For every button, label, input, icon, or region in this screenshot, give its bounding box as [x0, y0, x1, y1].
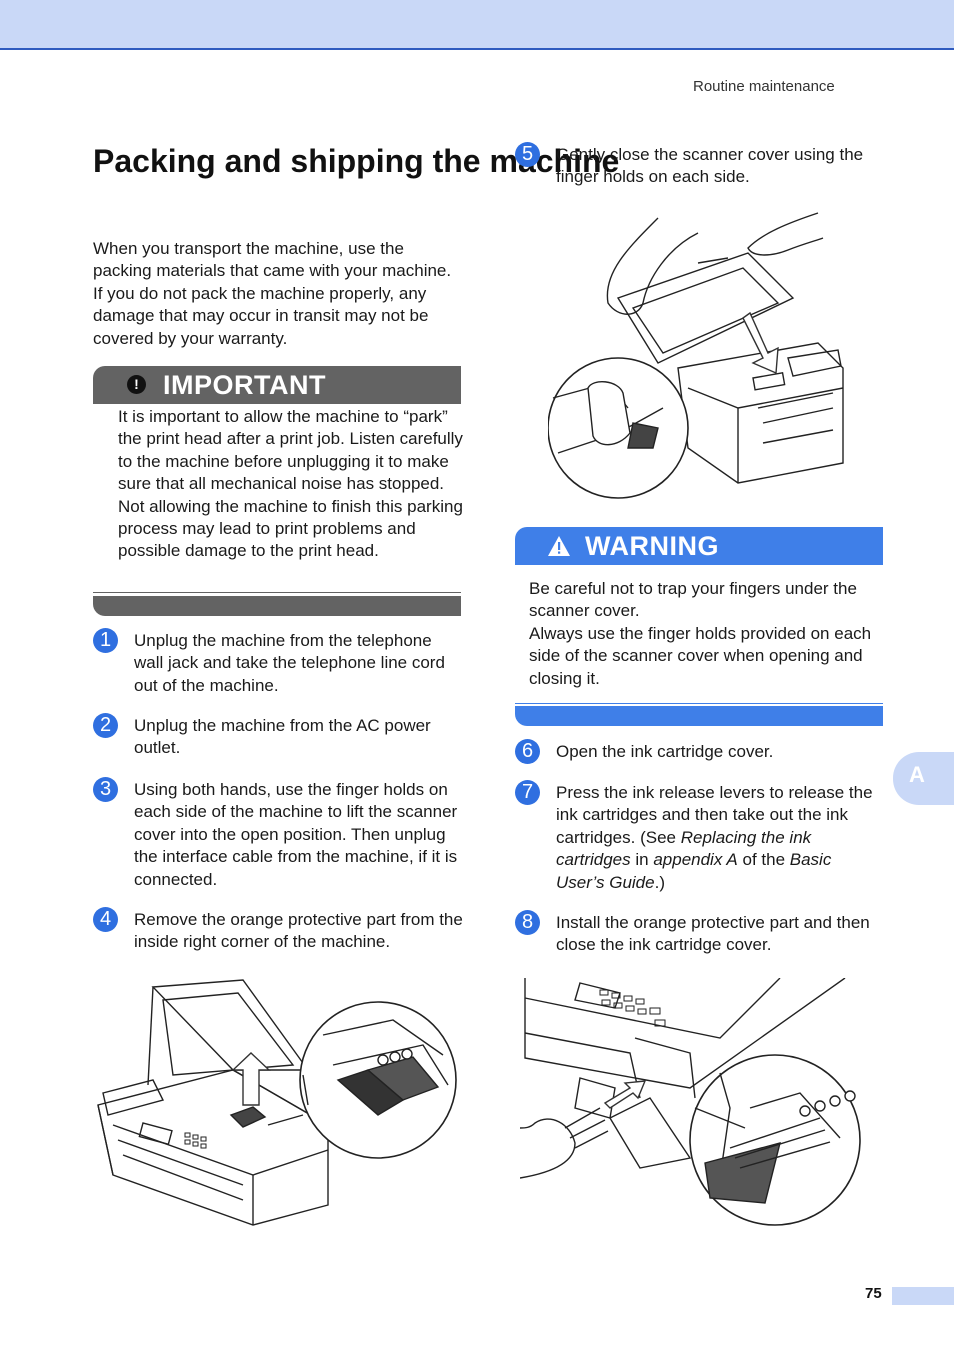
appendix-tab: A: [893, 752, 954, 805]
step-7-ref-appendix: appendix A: [653, 850, 738, 870]
step-number: 7: [515, 780, 540, 805]
install-protective-part-illustration: [520, 978, 861, 1226]
step-number: 8: [515, 910, 540, 935]
step-7-ref-guide: Basic User’s Guide: [556, 850, 832, 892]
remove-protective-part-illustration: [97, 979, 457, 1226]
page-number: 75: [865, 1285, 882, 1302]
step-7-text-c: of the: [737, 850, 790, 870]
important-title: IMPORTANT: [163, 370, 326, 400]
step-7-text-d: .): [654, 872, 665, 892]
important-divider: [93, 592, 461, 593]
step-text: Unplug the machine from the AC power out…: [134, 716, 431, 758]
step-7-text-a: Press the ink release levers to release …: [556, 783, 873, 847]
step-number: 3: [93, 777, 118, 802]
warning-header: WARNING: [515, 527, 883, 565]
warning-title: WARNING: [585, 531, 719, 561]
step-number: 6: [515, 739, 540, 764]
step-text: Install the orange protective part and t…: [556, 913, 870, 955]
step-text: Open the ink cartridge cover.: [556, 742, 774, 761]
important-text: It is important to allow the machine to …: [118, 407, 463, 561]
page-title: Packing and shipping the machine: [93, 143, 620, 179]
step-7-text-b: in: [630, 850, 654, 870]
step-text: Press the ink release levers to release …: [556, 782, 881, 894]
step-number: 1: [93, 628, 118, 653]
warning-footer: [515, 706, 883, 726]
intro-paragraph: When you transport the machine, use the …: [93, 239, 452, 348]
step-7-ref-replacing: Replacing the ink cartridges: [556, 827, 812, 870]
step-text: Gently close the scanner cover using the…: [556, 145, 864, 187]
page-number-tab: [892, 1287, 954, 1305]
step-number: 4: [93, 907, 118, 932]
header-bar: [0, 0, 954, 50]
warning-text: Be careful not to trap your fingers unde…: [529, 578, 884, 690]
close-scanner-cover-illustration: [548, 212, 844, 499]
step-number: 5: [515, 142, 540, 167]
important-footer: [93, 596, 461, 616]
warning-line-1: Be careful not to trap your fingers unde…: [529, 579, 857, 621]
running-head: Routine maintenance: [693, 78, 835, 95]
warning-divider: [515, 703, 883, 704]
step-text: Remove the orange protective part from t…: [134, 910, 463, 952]
step-text: Using both hands, use the finger holds o…: [134, 780, 458, 889]
exclamation-icon: !: [127, 375, 146, 394]
step-number: 2: [93, 713, 118, 738]
important-header: ! IMPORTANT: [93, 366, 461, 404]
appendix-tab-label: A: [909, 762, 925, 787]
warning-triangle-icon: [548, 536, 570, 556]
warning-line-2: Always use the finger holds provided on …: [529, 623, 872, 688]
step-text: Unplug the machine from the telephone wa…: [134, 631, 445, 695]
